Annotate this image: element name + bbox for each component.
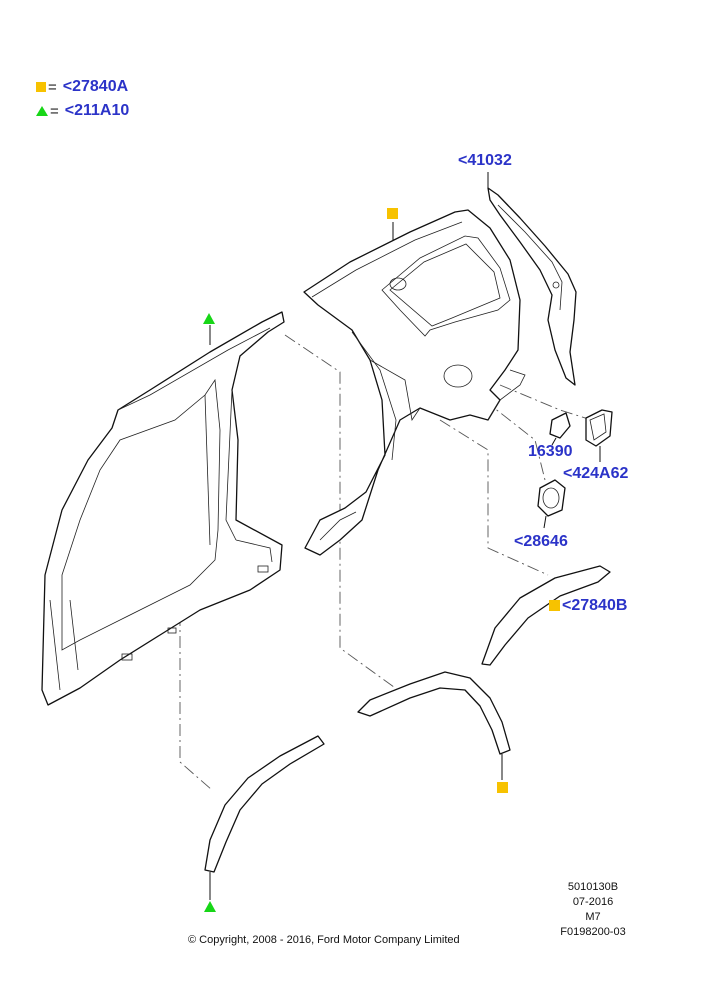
wheel-arch-molding-rear [357, 671, 511, 755]
legend-equals: = [50, 102, 59, 120]
leader-line [543, 515, 547, 529]
square-marker-icon [497, 782, 508, 793]
legend-row-triangle: = <211A10 [36, 102, 129, 120]
legend-code-211A10: <211A10 [64, 102, 130, 119]
square-marker-icon [36, 82, 46, 92]
drawing-date: 07-2016 [572, 896, 614, 908]
copyright-notice: © Copyright, 2008 - 2016, Ford Motor Com… [188, 934, 460, 946]
legend-code-27840A: <27840A [62, 78, 129, 95]
callout-41032: <41032 [458, 152, 512, 169]
callout-28646: <28646 [514, 533, 568, 550]
bracket-16390 [549, 412, 571, 439]
triangle-marker-icon [36, 106, 48, 116]
square-marker-icon [549, 600, 560, 611]
wheel-arch-molding-front [204, 735, 325, 873]
triangle-marker-icon [203, 313, 215, 324]
legend-row-square: = <27840A [36, 78, 128, 96]
callout-424A62: <424A62 [563, 465, 629, 482]
wheel-arch-molding-rear-upper [481, 565, 611, 666]
drawing-meta-block: 5010130B 07-2016 M7 F0198200-03 [548, 880, 638, 940]
figure-id: F0198200-03 [560, 926, 626, 938]
legend-equals: = [48, 78, 57, 96]
callout-27840B: <27840B [562, 597, 628, 614]
leader-line [551, 437, 557, 446]
fuel-filler-housing [585, 409, 613, 447]
triangle-marker-icon [204, 901, 216, 912]
fuel-filler-door [537, 479, 566, 517]
quarter-panel [303, 209, 526, 556]
drawing-number: 5010130B [567, 881, 619, 893]
body-side-outer-panel [41, 311, 285, 706]
drawing-model: M7 [585, 911, 601, 923]
d-pillar-reinforcement [487, 187, 577, 386]
square-marker-icon [387, 208, 398, 219]
callout-16390: 16390 [528, 443, 573, 460]
